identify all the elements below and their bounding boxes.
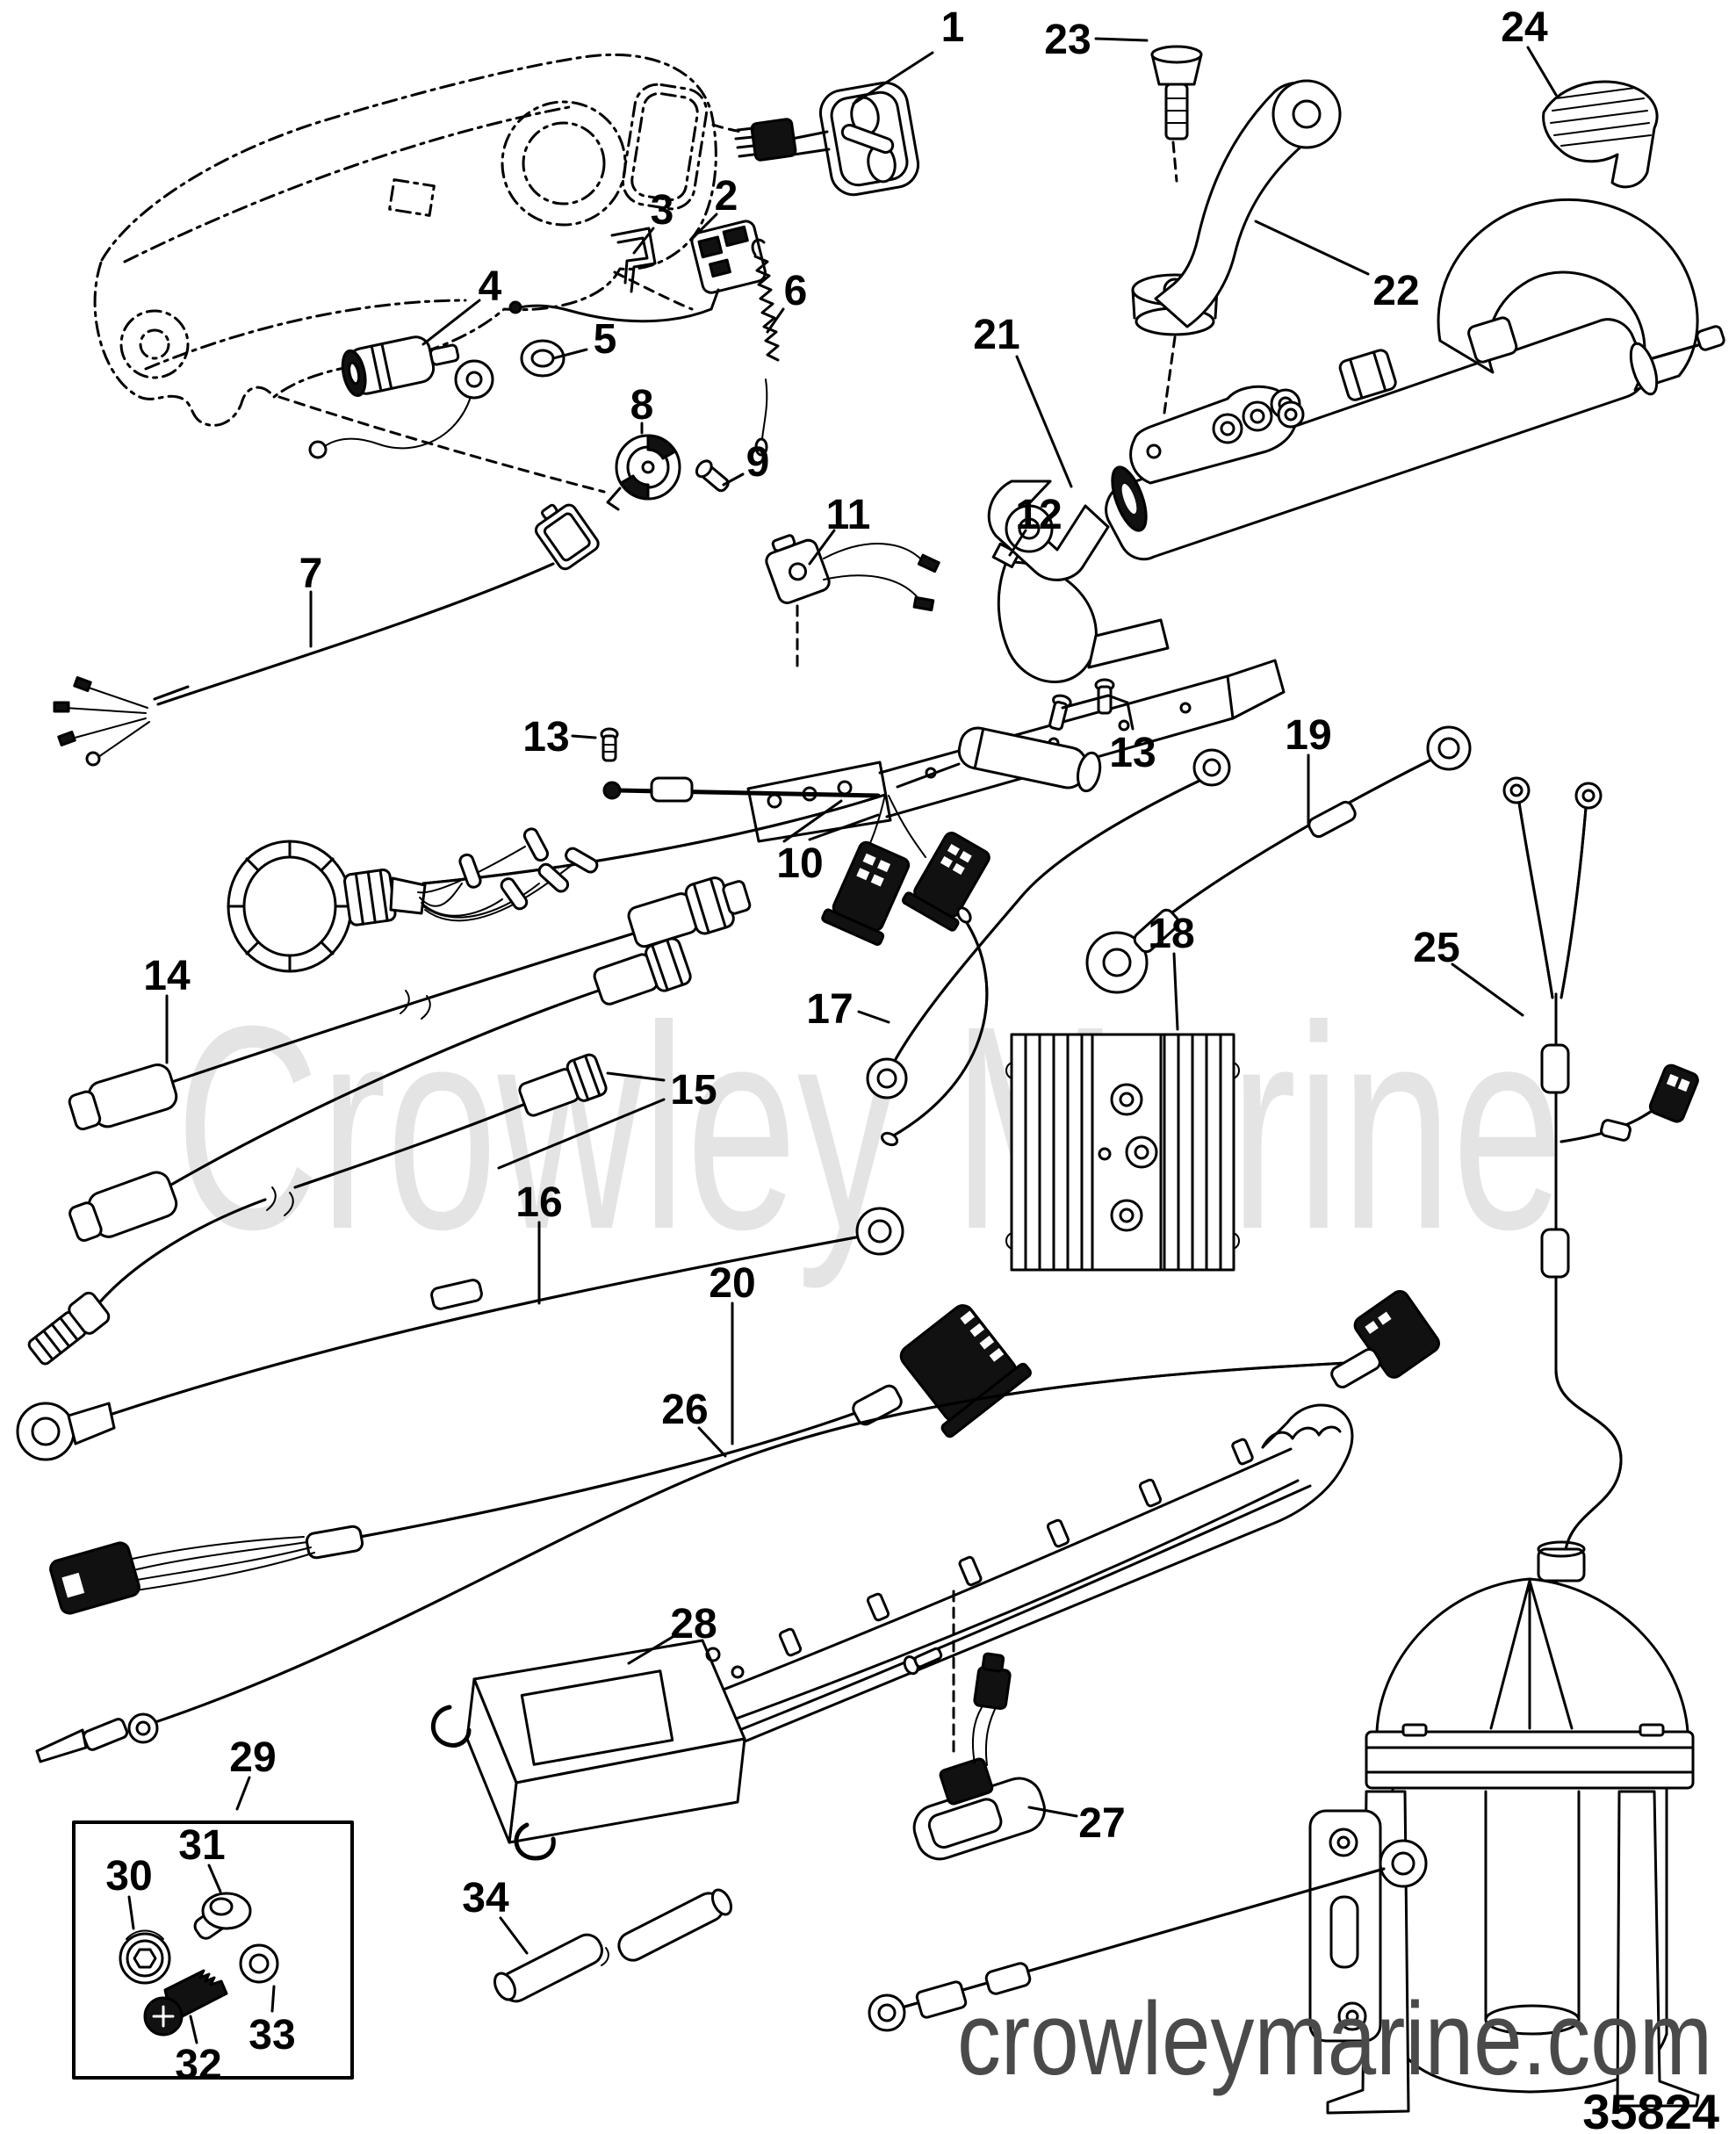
callout-21: 21 — [973, 312, 1019, 358]
callout-28: 28 — [670, 1601, 717, 1647]
tiller-bracket — [746, 618, 1286, 843]
control-module — [430, 1639, 746, 1861]
callout-13: 13 — [522, 714, 569, 761]
sleeve-tubes — [493, 1888, 733, 2003]
callout-27: 27 — [1078, 1800, 1125, 1847]
callout-8: 8 — [630, 382, 654, 429]
callout-29: 29 — [229, 1734, 276, 1781]
pump-rod — [868, 1867, 1386, 2032]
cap-screw — [695, 459, 730, 493]
hydraulic-hose-upper — [68, 876, 752, 1131]
callout-22: 22 — [1372, 268, 1419, 314]
callout-6: 6 — [784, 268, 808, 314]
callout-24: 24 — [1501, 4, 1548, 51]
callout-15: 15 — [670, 1067, 717, 1114]
callout-23: 23 — [1044, 17, 1091, 63]
temperature-sensor — [912, 1652, 1046, 1861]
hardware-kit-box — [72, 1820, 354, 2080]
battery-cable-long — [1085, 725, 1472, 994]
kit-nut — [193, 1892, 252, 1940]
callout-25: 25 — [1413, 925, 1459, 971]
power-trim-cable — [1502, 776, 1699, 1581]
steering-cylinder-assembly — [987, 45, 1725, 581]
callout-3: 3 — [651, 187, 674, 234]
cowl-studs — [778, 1438, 1254, 1657]
lanyard-stop-clip — [734, 81, 920, 197]
main-wiring-harness — [227, 793, 990, 973]
callout-10: 10 — [776, 840, 823, 887]
engine-harness — [49, 1304, 1032, 1615]
hose-assembly — [27, 1053, 608, 1366]
kit-grommet — [119, 1929, 171, 1985]
callout-32: 32 — [175, 2042, 221, 2088]
callout-13: 13 — [1109, 730, 1156, 776]
fuel-primer-line — [602, 776, 881, 803]
callout-16: 16 — [515, 1179, 562, 1226]
steering-cap — [606, 434, 681, 511]
hydraulic-hose-lower — [68, 937, 692, 1242]
callout-33: 33 — [249, 2012, 295, 2058]
callout-4: 4 — [479, 263, 502, 310]
callout-9: 9 — [746, 439, 770, 486]
callout-2: 2 — [715, 173, 738, 220]
callout-17: 17 — [806, 986, 853, 1033]
callout-18: 18 — [1148, 911, 1194, 957]
harness-extension-cable — [53, 503, 600, 767]
mounting-screw-left — [600, 727, 619, 762]
callout-1: 1 — [941, 4, 965, 51]
trim-switch — [765, 534, 940, 612]
callout-30: 30 — [105, 1853, 152, 1900]
assembly-reference-lines — [277, 123, 1178, 1753]
callout-12: 12 — [1015, 492, 1062, 538]
retainer-clip — [610, 227, 657, 293]
callout-19: 19 — [1285, 712, 1331, 759]
kit-washer — [239, 1943, 279, 1984]
lower-cowl-pan — [684, 1403, 1354, 1760]
stop-switch — [508, 220, 767, 323]
callout-31: 31 — [178, 1822, 225, 1869]
rectifier-module — [1005, 1033, 1240, 1272]
key-switch — [308, 335, 494, 459]
callout-7: 7 — [299, 551, 323, 597]
kit-screw — [143, 1969, 228, 2037]
callout-5: 5 — [594, 316, 617, 363]
callout-11: 11 — [826, 492, 871, 538]
callout-20: 20 — [709, 1260, 755, 1307]
extension-spring — [751, 238, 780, 457]
mounting-screws-right — [1048, 678, 1115, 731]
drawing-number: 35824 — [1582, 2084, 1719, 2134]
callout-26: 26 — [661, 1387, 708, 1433]
steering-link-rod — [16, 1207, 904, 1461]
callout-leaders — [127, 37, 1558, 2044]
callout-14: 14 — [143, 953, 191, 999]
website-text: crowleymarine.com — [957, 1981, 1712, 2097]
tiller-housing-outline — [93, 53, 717, 427]
battery-cable-short — [866, 748, 1231, 1099]
callout-34: 34 — [462, 1875, 509, 1921]
sensor-lead-wire — [35, 1290, 1441, 1763]
power-trim-pump — [1308, 1540, 1700, 2115]
